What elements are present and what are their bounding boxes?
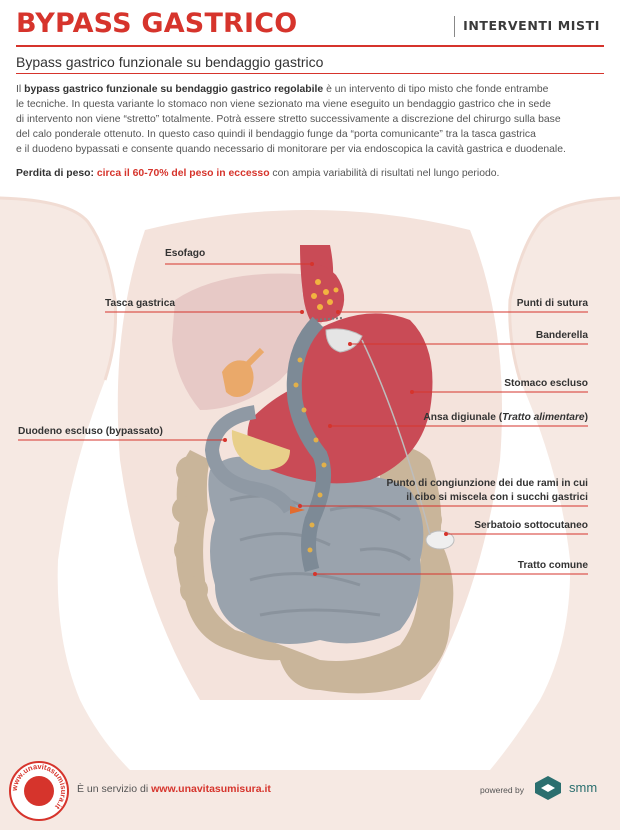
label-banderella: Banderella <box>535 330 588 341</box>
congiunzione-line1: Punto di congiunzione dei due rami in cu… <box>386 478 589 489</box>
torso-silhouette <box>0 198 620 830</box>
footer-link[interactable]: www.unavitasumisura.it <box>151 783 271 795</box>
intro-line1: è un intervento di tipo misto che fonde … <box>323 84 549 95</box>
label-punto-congiunzione: Punto di congiunzione dei due rami in cu… <box>387 477 589 505</box>
intro-line4: del calo ponderale ottenuto. In questo c… <box>16 129 536 140</box>
subtitle-divider <box>16 73 604 74</box>
smm-logo-icon <box>535 776 561 800</box>
weight-loss-label: Perdita di peso: <box>16 168 94 179</box>
label-esofago: Esofago <box>165 248 206 259</box>
gastric-band <box>325 328 363 353</box>
ansa-italic: Tratto alimentare <box>502 412 585 423</box>
footer-service: È un servizio di www.unavitasumisura.it <box>77 783 271 795</box>
header-divider <box>16 45 604 47</box>
congiunzione-line2: il cibo si miscela con i succhi gastrici <box>406 492 588 503</box>
gallbladder <box>222 360 254 397</box>
intro-line2: le tecniche. In questa variante lo stoma… <box>16 99 551 110</box>
ansa-suffix: ) <box>584 412 588 423</box>
intro-prefix: Il <box>16 84 25 95</box>
weight-loss-rest: con ampia variabilità di risultati nel l… <box>269 168 500 179</box>
page-subtitle: Bypass gastrico funzionale su bendaggio … <box>16 54 324 70</box>
label-duodeno-escluso: Duodeno escluso (bypassato) <box>18 426 163 437</box>
powered-by-label: powered by <box>480 785 524 795</box>
label-punti-sutura: Punti di sutura <box>516 298 588 309</box>
intro-bold: bypass gastrico funzionale su bendaggio … <box>24 84 324 95</box>
category-tag: INTERVENTI MISTI <box>454 16 604 37</box>
ansa-prefix: Ansa digiunale ( <box>423 412 503 423</box>
weight-loss-value: circa il 60-70% del peso in eccesso <box>96 168 270 179</box>
jejunal-limb <box>286 316 332 573</box>
label-tasca-gastrica: Tasca gastrica <box>105 298 176 309</box>
intro-paragraph: Il bypass gastrico funzionale su bendagg… <box>16 82 606 157</box>
liver <box>172 273 330 410</box>
unavitasumisura-logo[interactable]: www.unavitasumisura.it <box>8 760 70 822</box>
footer-text: È un servizio di <box>77 783 152 795</box>
suture-line <box>311 317 343 321</box>
label-serbatoio: Serbatoio sottocutaneo <box>474 520 588 531</box>
page-title: BYPASS GASTRICO <box>16 8 298 39</box>
label-stomaco-escluso: Stomaco escluso <box>504 378 588 389</box>
weight-loss-line: Perdita di peso: circa il 60-70% del pes… <box>16 166 606 181</box>
label-ansa-digiunale: Ansa digiunale (Tratto alimentare) <box>423 412 588 423</box>
intro-line3: di intervento non viene “stretto” totalm… <box>16 114 561 125</box>
label-tratto-comune: Tratto comune <box>517 560 588 571</box>
intro-line5: e il duodeno bypassati e consente quando… <box>16 144 566 155</box>
excluded-duodenum <box>204 405 297 514</box>
excluded-stomach <box>247 313 433 484</box>
smm-brand[interactable]: smm <box>569 780 598 795</box>
